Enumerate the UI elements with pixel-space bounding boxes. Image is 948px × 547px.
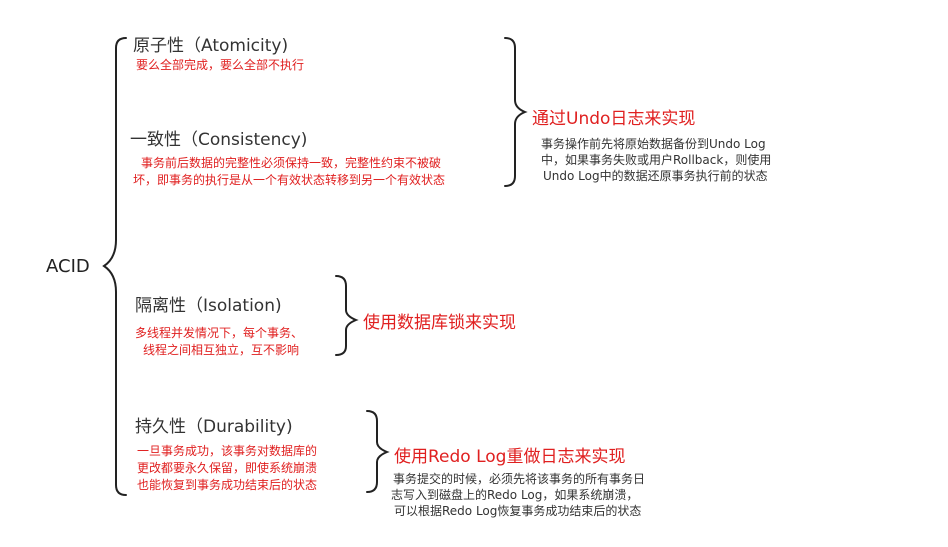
atomicity-desc: 要么全部完成，要么全部不执行 [136, 58, 305, 72]
undo-impl: 通过Undo日志来实现 [532, 109, 696, 129]
isolation-title: 隔离性（Isolation) [135, 296, 282, 316]
consistency-desc-1: 事务前后数据的完整性必须保持一致，完整性约束不被破 [141, 156, 442, 170]
isolation-brace [335, 275, 359, 356]
root-label: ACID [46, 256, 90, 277]
durability-note-1: 事务提交的时候，必须先将该事务的所有事务日 [393, 472, 646, 486]
durability-desc-2: 更改都要永久保留，即使系统崩溃 [137, 461, 318, 475]
atomicity-title: 原子性（Atomicity) [133, 36, 289, 56]
isolation-impl: 使用数据库锁来实现 [363, 313, 516, 333]
durability-note-3: 可以根据Redo Log恢复事务成功结束后的状态 [394, 504, 642, 518]
durability-note-2: 志写入到磁盘上的Redo Log，如果系统崩溃， [391, 488, 639, 502]
undo-note-1: 事务操作前先将原始数据备份到Undo Log [541, 137, 766, 151]
root-brace [102, 37, 127, 496]
durability-impl: 使用Redo Log重做日志来实现 [394, 447, 626, 467]
undo-note-3: Undo Log中的数据还原事务执行前的状态 [543, 169, 768, 183]
isolation-desc-1: 多线程并发情况下，每个事务、 [135, 326, 304, 340]
durability-brace [366, 410, 390, 493]
undo-brace [504, 37, 528, 187]
isolation-desc-2: 线程之间相互独立，互不影响 [143, 343, 300, 357]
consistency-desc-2: 坏，即事务的执行是从一个有效状态转移到另一个有效状态 [133, 173, 446, 187]
durability-desc-3: 也能恢复到事务成功结束后的状态 [137, 478, 318, 492]
consistency-title: 一致性（Consistency) [130, 130, 308, 150]
durability-title: 持久性（Durability) [135, 417, 293, 437]
undo-note-2: 中，如果事务失败或用户Rollback，则使用 [541, 153, 772, 167]
durability-desc-1: 一旦事务成功，该事务对数据库的 [137, 444, 318, 458]
